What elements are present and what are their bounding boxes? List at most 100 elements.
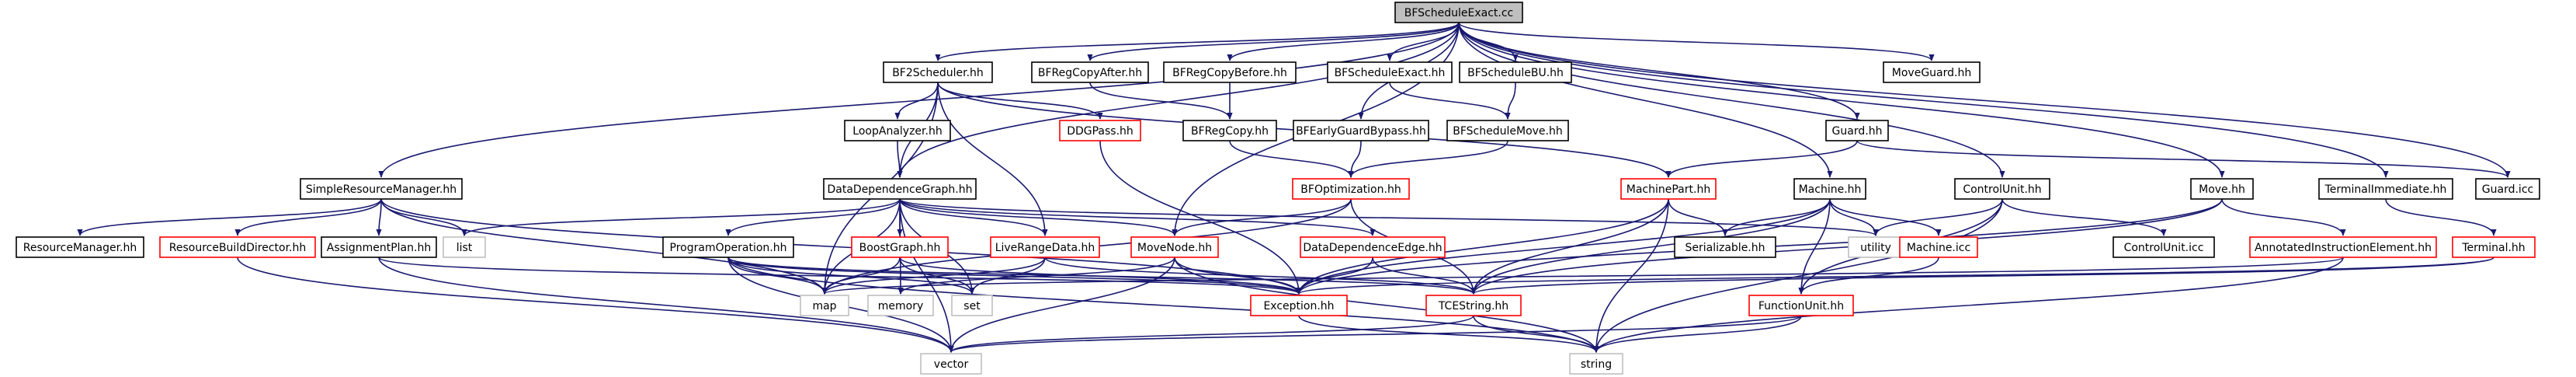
node-bf2[interactable]: BF2Scheduler.hh [883,61,993,83]
node-memory: memory [867,295,934,316]
node-resmgr[interactable]: ResourceManager.hh [16,236,144,258]
include-edge-root-to-ddg [897,22,1460,178]
node-mguard[interactable]: MoveGuard.hh [1883,61,1981,83]
include-edge-cu-to-cuicc [2001,198,2167,236]
include-edge-progop-to-string [727,257,1599,353]
node-label-machine: Machine.hh [1799,183,1862,196]
node-cu[interactable]: ControlUnit.hh [1954,178,2050,200]
node-cuicc[interactable]: ControlUnit.icc [2113,236,2215,258]
node-label-mguard: MoveGuard.hh [1892,67,1971,79]
node-label-fu: FunctionUnit.hh [1758,300,1844,312]
node-label-movenode: MoveNode.hh [1137,242,1212,254]
node-ddg[interactable]: DataDependenceGraph.hh [823,178,977,200]
include-edge-srm-to-aplan [376,198,382,236]
node-box-cuicc [2113,236,2215,258]
node-box-ddgpass [1059,120,1141,141]
node-box-movenode [1130,236,1219,258]
node-box-sbu [1459,61,1572,83]
node-machine[interactable]: Machine.hh [1793,178,1866,200]
node-loop[interactable]: LoopAnalyzer.hh [844,120,951,141]
node-srm[interactable]: SimpleResourceManager.hh [300,178,463,200]
include-edge-termimm-to-terminal [2385,198,2497,236]
node-root[interactable]: BFScheduleExact.cc [1394,2,1523,23]
node-box-utility [1848,236,1904,258]
node-box-guardhh [1825,120,1889,141]
node-aplan[interactable]: AssignmentPlan.hh [321,236,437,258]
node-terminal[interactable]: Terminal.hh [2452,236,2536,258]
include-edge-fu-to-string [1593,315,1802,353]
node-progop[interactable]: ProgramOperation.hh [662,236,794,258]
node-box-machine [1793,178,1866,200]
include-edge-root-to-guardicc [1458,22,2511,178]
node-bypass[interactable]: BFEarlyGuardBypass.hh [1293,120,1429,141]
node-ddgpass[interactable]: DDGPass.hh [1059,120,1141,141]
node-lrdata[interactable]: LiveRangeData.hh [990,236,1100,258]
include-edge-tces-to-string [1473,315,1599,353]
node-label-ddgpass: DDGPass.hh [1067,125,1134,138]
node-label-resmgr: ResourceManager.hh [23,242,137,254]
node-box-rcafter [1031,61,1149,83]
node-rbd[interactable]: ResourceBuildDirector.hh [159,236,316,258]
node-bfopt[interactable]: BFOptimization.hh [1292,178,1410,200]
node-label-progop: ProgramOperation.hh [670,242,787,254]
node-movenode[interactable]: MoveNode.hh [1130,236,1219,258]
node-sexacth[interactable]: BFScheduleExact.hh [1327,61,1453,83]
include-edge-progop-to-set [727,257,975,295]
node-tces[interactable]: TCEString.hh [1425,295,1522,316]
include-edge-cu-to-string [1593,198,2003,353]
node-label-string: string [1581,358,1612,371]
include-edge-machine-to-machicc [1829,198,1942,236]
include-edge-machine-to-serial [1722,198,1831,236]
include-edge-move-to-aie [2221,198,2346,236]
node-machpart[interactable]: MachinePart.hh [1620,178,1717,200]
node-guardicc[interactable]: Guard.icc [2475,178,2540,200]
node-exc[interactable]: Exception.hh [1250,295,1348,316]
include-edge-aie-to-string [1593,257,2344,353]
node-guardhh[interactable]: Guard.hh [1825,120,1889,141]
node-machicc[interactable]: Machine.icc [1899,236,1978,258]
node-termimm[interactable]: TerminalImmediate.hh [2318,178,2453,200]
node-aie[interactable]: AnnotatedInstructionElement.hh [2249,236,2437,258]
node-move[interactable]: Move.hh [2190,178,2254,200]
include-edge-progop-to-map [727,257,828,295]
node-box-vector [920,353,982,375]
include-edge-machpart-to-serial [1668,198,1728,236]
node-box-mguard [1883,61,1981,83]
node-label-utility: utility [1860,242,1891,254]
node-box-guardicc [2475,178,2540,200]
node-ddedge[interactable]: DataDependenceEdge.hh [1300,236,1446,258]
node-label-bf2: BF2Scheduler.hh [892,67,984,79]
node-rcbefore[interactable]: BFRegCopyBefore.hh [1163,61,1297,83]
node-label-cu: ControlUnit.hh [1963,183,2041,196]
node-vector: vector [920,353,982,375]
node-bgraph[interactable]: BoostGraph.hh [851,236,949,258]
node-label-terminal: Terminal.hh [2461,242,2525,254]
node-box-rbd [159,236,316,258]
node-fu[interactable]: FunctionUnit.hh [1748,295,1854,316]
node-rcopy[interactable]: BFRegCopy.hh [1182,120,1277,141]
node-sbu[interactable]: BFScheduleBU.hh [1459,61,1572,83]
node-box-rcopy [1182,120,1277,141]
node-rcafter[interactable]: BFRegCopyAfter.hh [1031,61,1149,83]
node-box-sexacth [1327,61,1453,83]
include-edge-root-to-machine [1458,22,1833,178]
include-edge-machpart-to-exc [1296,198,1669,295]
node-string: string [1569,353,1623,375]
node-label-rcafter: BFRegCopyAfter.hh [1038,67,1142,79]
node-box-move [2190,178,2254,200]
node-smove[interactable]: BFScheduleMove.hh [1446,120,1569,141]
node-serial[interactable]: Serializable.hh [1674,236,1776,258]
node-label-ddedge: DataDependenceEdge.hh [1303,242,1442,254]
node-box-machicc [1899,236,1978,258]
node-box-ddg [823,178,977,200]
include-edge-lrdata-to-set [969,257,1046,295]
node-label-memory: memory [878,300,924,312]
node-label-ddg: DataDependenceGraph.hh [827,183,972,196]
include-edge-fu-to-vector [948,315,1802,353]
include-edge-srm-to-map [380,198,828,295]
include-edge-exc-to-string [1298,315,1599,353]
node-utility: utility [1848,236,1904,258]
node-label-machpart: MachinePart.hh [1626,183,1710,196]
include-edge-ddg-to-movenode [899,198,1178,236]
